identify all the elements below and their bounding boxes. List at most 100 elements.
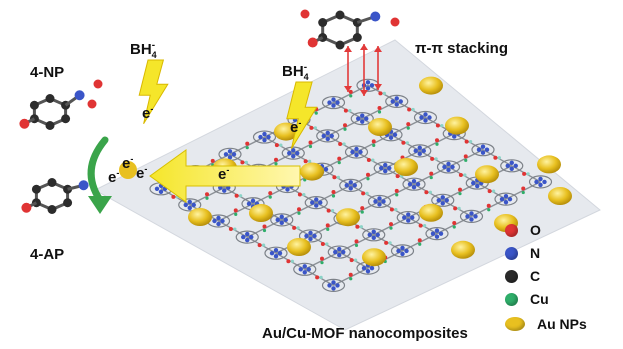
au-nanoparticle bbox=[300, 162, 324, 181]
atom-n bbox=[360, 119, 365, 124]
stacking-arrow-head bbox=[374, 46, 382, 52]
atom-n bbox=[223, 152, 229, 157]
atom-o bbox=[337, 156, 342, 161]
legend-swatch-cu bbox=[505, 292, 518, 306]
atom-n bbox=[509, 160, 514, 165]
atom-n bbox=[427, 115, 432, 120]
label-bh4-left: BH4- bbox=[130, 40, 157, 60]
atom-o bbox=[417, 238, 422, 243]
au-nanoparticle bbox=[362, 248, 386, 267]
atom-o bbox=[348, 89, 353, 94]
atom-n bbox=[471, 180, 476, 186]
stacking-arrow-head bbox=[360, 44, 368, 50]
legend-item-cu: Cu bbox=[505, 291, 549, 307]
porphyrin-ring bbox=[339, 178, 363, 192]
atom-o bbox=[262, 224, 267, 229]
atom-n bbox=[400, 251, 405, 257]
atom-cu bbox=[234, 212, 238, 216]
atom-n bbox=[295, 150, 300, 156]
molecule-4ap-hydroxyl-o bbox=[21, 202, 32, 213]
atom-o bbox=[378, 91, 383, 96]
atom-n bbox=[505, 163, 510, 168]
porphyrin-ring bbox=[425, 227, 449, 241]
atom-n bbox=[423, 118, 428, 123]
atom-n bbox=[473, 214, 478, 219]
atom-n bbox=[444, 198, 449, 203]
atom-n bbox=[249, 234, 254, 240]
atom-cu bbox=[337, 161, 341, 165]
porphyrin-ring bbox=[321, 95, 346, 110]
atom-n bbox=[394, 102, 399, 107]
atom-o bbox=[360, 206, 365, 211]
atom-n bbox=[273, 248, 279, 253]
atom-o bbox=[486, 203, 491, 208]
atom-n bbox=[410, 215, 415, 220]
porphyrin-ring bbox=[367, 194, 392, 209]
atom-n bbox=[503, 199, 509, 205]
atom-n bbox=[277, 251, 283, 256]
atom-n bbox=[390, 99, 395, 104]
atom-o bbox=[464, 139, 469, 144]
porphyrin-ring bbox=[235, 230, 259, 244]
molecule-stacked-carbon bbox=[318, 18, 328, 27]
atom-n bbox=[333, 249, 338, 255]
molecule-stacked-substituent bbox=[370, 11, 381, 22]
atom-o bbox=[331, 189, 336, 194]
atom-o bbox=[205, 192, 209, 197]
atom-n bbox=[371, 229, 376, 234]
atom-n bbox=[187, 199, 192, 205]
atom-o bbox=[268, 191, 273, 196]
atom-n bbox=[308, 230, 313, 236]
porphyrin-ring bbox=[178, 198, 202, 212]
atom-n bbox=[417, 145, 422, 151]
atom-n bbox=[388, 135, 394, 140]
atom-o bbox=[233, 208, 238, 213]
atom-n bbox=[258, 134, 263, 140]
legend-label-cu: Cu bbox=[530, 291, 549, 307]
atom-cu bbox=[297, 211, 301, 215]
molecule-4np-carbon bbox=[29, 100, 39, 110]
atom-o bbox=[418, 223, 423, 228]
atom-cu bbox=[245, 146, 249, 150]
atom-cu bbox=[320, 261, 324, 265]
atom-n bbox=[371, 235, 376, 240]
atom-n bbox=[302, 264, 307, 269]
atom-n bbox=[302, 270, 307, 275]
atom-n bbox=[406, 218, 411, 223]
atom-o bbox=[493, 155, 498, 160]
atom-o bbox=[366, 172, 370, 177]
atom-cu bbox=[262, 243, 266, 247]
atom-cu bbox=[244, 160, 248, 164]
label-4ap: 4-AP bbox=[30, 246, 65, 263]
atom-cu bbox=[457, 206, 461, 210]
atom-o bbox=[325, 223, 330, 228]
atom-n bbox=[245, 237, 250, 243]
atom-n bbox=[291, 153, 296, 159]
atom-n bbox=[348, 186, 353, 191]
atom-cu bbox=[239, 194, 243, 198]
atom-n bbox=[446, 167, 451, 173]
atom-n bbox=[379, 165, 384, 171]
atom-cu bbox=[302, 192, 306, 197]
atom-n bbox=[434, 228, 440, 233]
atom-o bbox=[240, 160, 245, 165]
atom-n bbox=[438, 231, 444, 236]
molecule-stacked-carbon bbox=[335, 40, 345, 50]
au-nanoparticle bbox=[475, 165, 499, 184]
au-nanoparticle bbox=[419, 203, 443, 222]
atom-cu bbox=[428, 190, 432, 194]
molecule-4np-substituent bbox=[74, 90, 85, 101]
atom-o bbox=[394, 188, 399, 193]
atom-o bbox=[348, 272, 353, 277]
atom-n bbox=[503, 193, 509, 199]
molecule-4ap-carbon bbox=[47, 205, 57, 214]
atom-o bbox=[355, 224, 360, 229]
porphyrin-ring bbox=[304, 196, 328, 210]
legend-item-c: C bbox=[505, 268, 540, 284]
atom-n bbox=[331, 280, 336, 285]
atom-n bbox=[383, 168, 388, 174]
porphyrin-ring bbox=[500, 159, 524, 173]
porphyrin-ring bbox=[264, 246, 288, 260]
atom-n bbox=[364, 116, 369, 121]
